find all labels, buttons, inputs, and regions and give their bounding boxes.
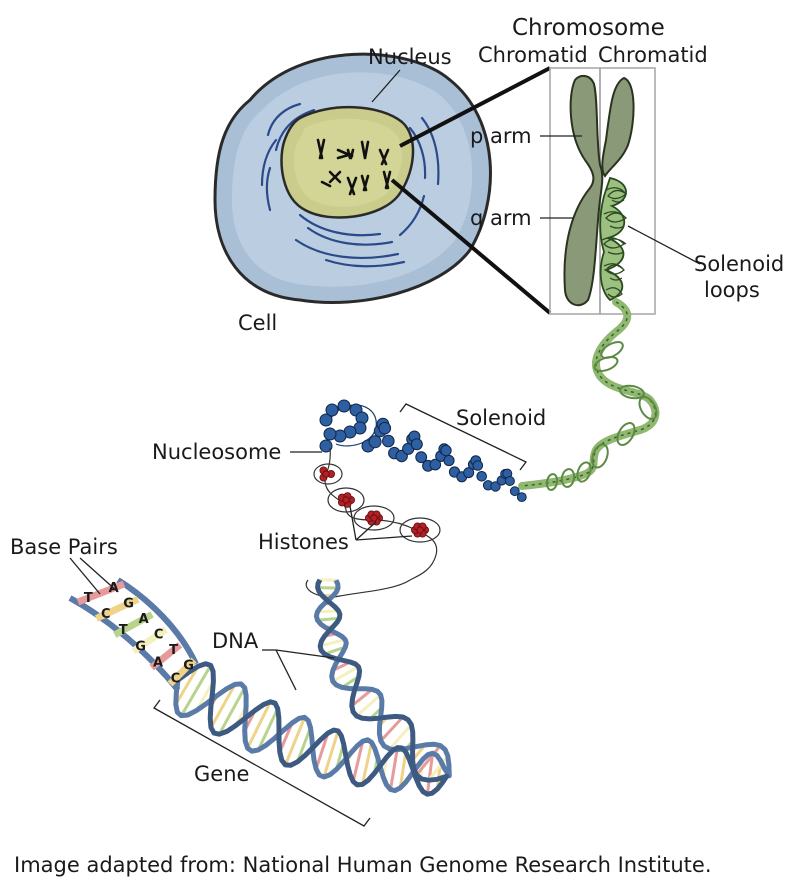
label-cell: Cell: [238, 311, 277, 335]
label-solenoid-loops-line2: loops: [704, 278, 760, 302]
nucleus-chromosomes: [316, 138, 392, 196]
linker-dna: [305, 579, 411, 598]
solenoid-bracket: [399, 403, 527, 471]
base-letter: C: [101, 607, 111, 622]
base-letter: A: [153, 656, 163, 671]
label-chromatid-left: Chromatid: [478, 43, 588, 67]
label-chromatid-right: Chromatid: [598, 43, 708, 67]
chromatid-left-shape: [563, 74, 604, 307]
label-base-pairs: Base Pairs: [10, 535, 118, 559]
image-credit: Image adapted from: National Human Genom…: [14, 853, 712, 877]
label-nucleus: Nucleus: [368, 45, 452, 69]
zoom-line-lower: [390, 178, 552, 315]
histones-leaders: [349, 505, 413, 541]
label-gene: Gene: [194, 762, 249, 786]
label-q-arm: q arm: [470, 206, 532, 230]
dna-leaders: [262, 649, 335, 691]
base-letter: T: [84, 591, 93, 606]
solenoid: [319, 399, 527, 503]
base-letter: G: [135, 639, 146, 654]
leader-nucleus: [371, 69, 401, 103]
label-dna: DNA: [212, 629, 259, 653]
label-chromosome: Chromosome: [512, 15, 665, 41]
chromatin-fiber: [518, 298, 660, 491]
base-letter: C: [171, 672, 181, 687]
dna-double-helix: [173, 578, 452, 797]
base-letter: A: [139, 612, 149, 627]
solenoid-loops: [599, 176, 628, 302]
chromatid-right-shape: [601, 76, 635, 178]
cell: [213, 52, 492, 304]
chromosome-panel: [540, 67, 701, 315]
label-histones: Histones: [258, 530, 349, 554]
base-letter: T: [119, 623, 128, 638]
endoplasmic-reticulum: [260, 102, 440, 268]
nucleus-highlight: [294, 118, 403, 207]
base-letter: G: [123, 597, 134, 612]
base-letter: G: [183, 658, 194, 673]
label-solenoid: Solenoid: [456, 406, 546, 430]
nucleosome-string: [313, 447, 441, 581]
base-letter: C: [154, 628, 164, 643]
label-solenoid-loops-line1: Solenoid: [694, 252, 784, 276]
label-p-arm: p arm: [470, 124, 532, 148]
gene-bracket: [153, 699, 371, 827]
leader-solenoid-loops: [627, 225, 701, 265]
base-pairs-leaders: [69, 557, 119, 595]
base-letter: T: [169, 643, 178, 658]
label-nucleosome: Nucleosome: [152, 440, 281, 464]
zoom-line-upper: [399, 66, 551, 148]
histones: [319, 466, 429, 538]
